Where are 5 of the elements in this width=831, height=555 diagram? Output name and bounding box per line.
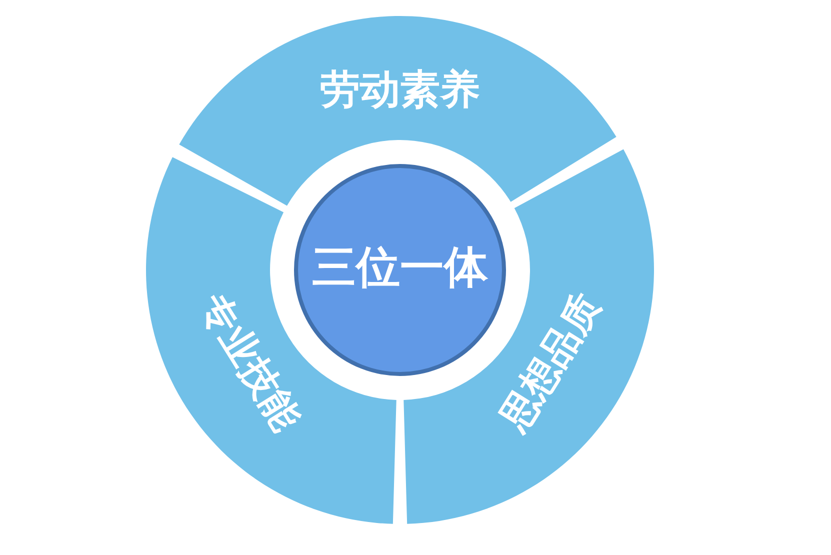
center-circle bbox=[293, 163, 507, 377]
segment-label: 专业技能 bbox=[194, 287, 306, 437]
segment-label: 思想品质 bbox=[494, 287, 606, 437]
center-label: 三位一体 bbox=[312, 246, 488, 290]
segment-label: 劳动素养 bbox=[320, 70, 480, 110]
